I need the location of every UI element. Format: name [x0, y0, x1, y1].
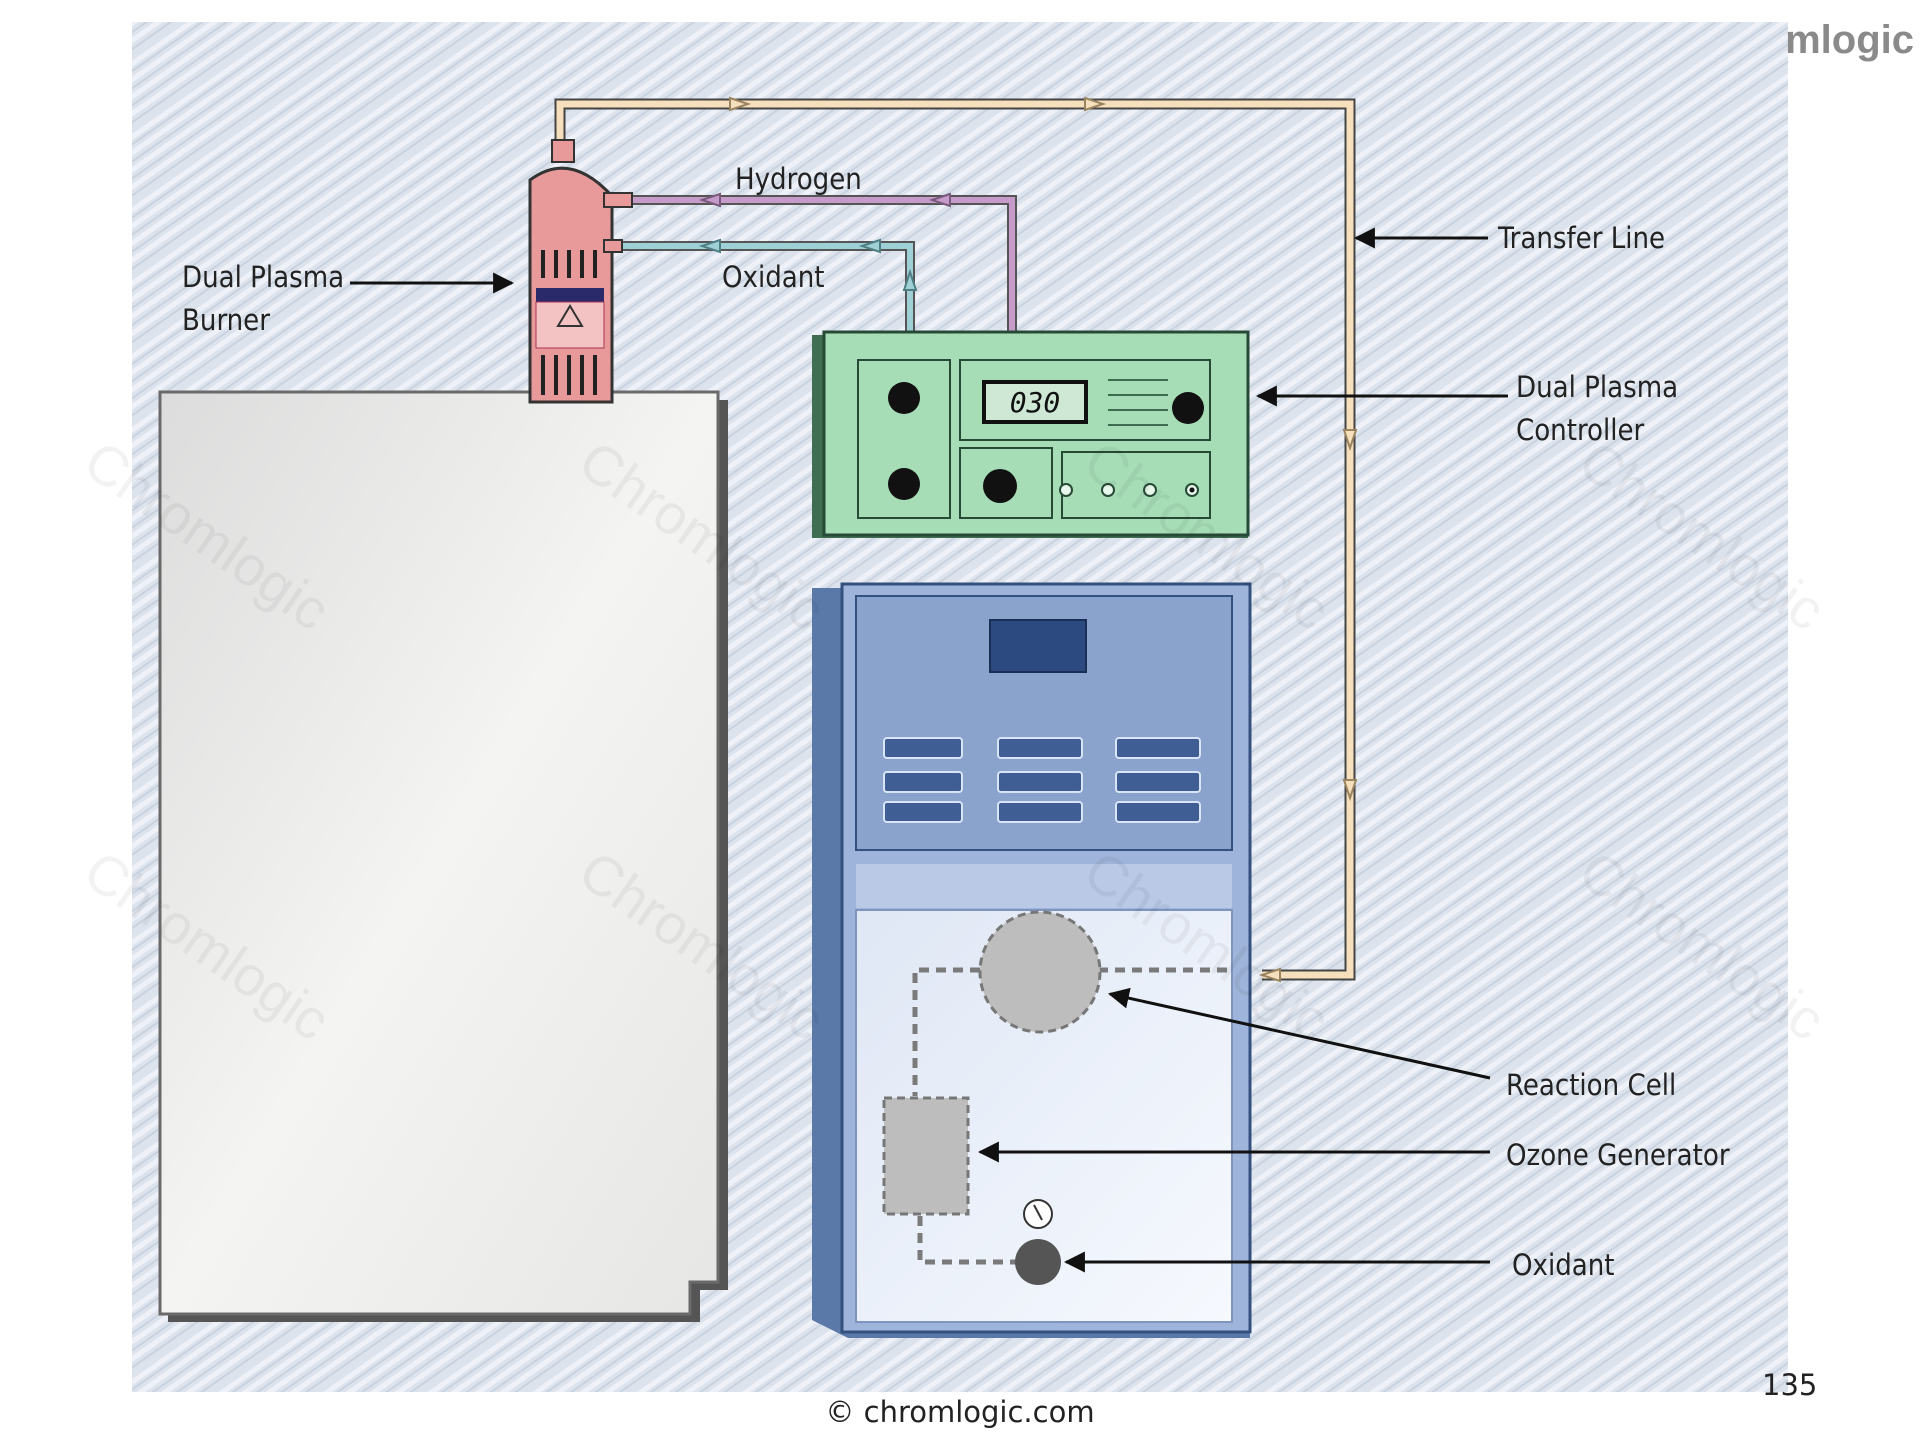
dual-plasma-controller — [812, 330, 1250, 538]
label-oxidant-bottom: Oxidant — [1512, 1248, 1615, 1282]
ozone-generator — [882, 1096, 970, 1216]
dual-plasma-burner — [528, 139, 633, 404]
label-oxidant-top: Oxidant — [722, 260, 825, 294]
gc-oven — [158, 390, 728, 1322]
label-dual-plasma-controller: Dual Plasma Controller — [1516, 366, 1678, 452]
label-line: Controller — [1516, 413, 1645, 447]
detector-keypad[interactable] — [883, 737, 1201, 823]
controller-display-value: 030 — [1010, 386, 1061, 419]
detector-screen — [989, 619, 1087, 673]
hydrogen-line — [605, 192, 1017, 333]
label-line: Dual Plasma — [1516, 370, 1679, 404]
label-ozone-generator: Ozone Generator — [1506, 1138, 1730, 1172]
page-number: 135 — [1762, 1368, 1818, 1402]
label-dual-plasma-burner: Dual Plasma Burner — [182, 256, 344, 342]
label-line: Dual Plasma — [182, 260, 345, 294]
label-reaction-cell: Reaction Cell — [1506, 1068, 1677, 1102]
oxidant-line — [605, 238, 918, 333]
label-hydrogen: Hydrogen — [735, 162, 862, 196]
oxidant-inlet — [1015, 1239, 1061, 1285]
label-line: Burner — [182, 303, 270, 337]
pointer-arrows — [350, 227, 1508, 1273]
brand-logo-text: mlogic — [1785, 18, 1914, 62]
copyright-footer: © chromlogic.com — [825, 1395, 1095, 1429]
reaction-cell — [978, 910, 1102, 1034]
controller-knob[interactable] — [888, 382, 1204, 503]
scd-detector — [812, 582, 1252, 1338]
controller-display — [982, 380, 1088, 424]
label-transfer-line: Transfer Line — [1498, 221, 1666, 255]
transfer-line — [554, 96, 1358, 983]
